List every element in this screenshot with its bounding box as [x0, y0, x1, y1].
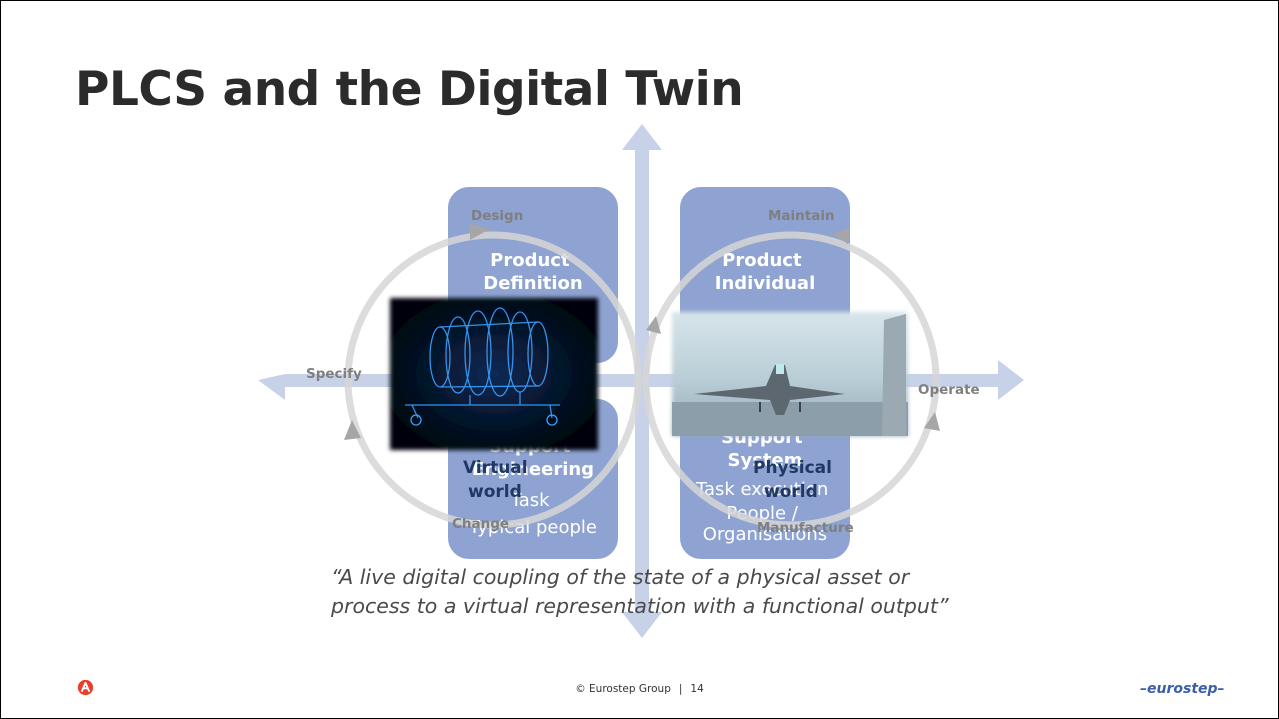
- digital-twin-quote: “A live digital coupling of the state of…: [331, 565, 949, 618]
- arrowhead-manufacture: [924, 412, 940, 431]
- arrowhead-design: [470, 224, 490, 240]
- product-individual-label: Product Individual: [715, 250, 816, 294]
- eurostep-logo-icon: [77, 679, 94, 696]
- label-operate: Operate: [918, 382, 980, 398]
- fighter-jet-on-carrier-image: [672, 312, 908, 436]
- label-maintain: Maintain: [768, 208, 835, 224]
- footer-separator: |: [678, 683, 683, 695]
- product-definition-label: Product Definition: [483, 250, 582, 294]
- ring-arrowheads: [344, 224, 940, 440]
- eurostep-brand: –eurostep–: [1140, 681, 1225, 697]
- engine-wireframe-image: [390, 298, 598, 450]
- label-manufacture: Manufacture: [757, 520, 854, 536]
- label-design: Design: [471, 208, 523, 224]
- arrowhead-change: [344, 420, 361, 440]
- label-change: Change: [452, 516, 509, 532]
- arrowhead-maintain: [832, 228, 850, 244]
- slide-title: PLCS and the Digital Twin: [75, 62, 744, 117]
- page-number: 14: [690, 683, 704, 695]
- virtual-ring: [344, 231, 642, 529]
- label-specify: Specify: [306, 366, 362, 382]
- lifecycle-rings: [344, 231, 940, 529]
- footer: © Eurostep Group | 14: [0, 683, 1279, 695]
- copyright-text: © Eurostep Group: [575, 683, 671, 695]
- physical-world-label: Physical world: [753, 458, 838, 502]
- virtual-world-label: Virtual world: [463, 458, 534, 502]
- physical-ring: [642, 231, 940, 529]
- arrowhead-left-inner: [646, 316, 661, 334]
